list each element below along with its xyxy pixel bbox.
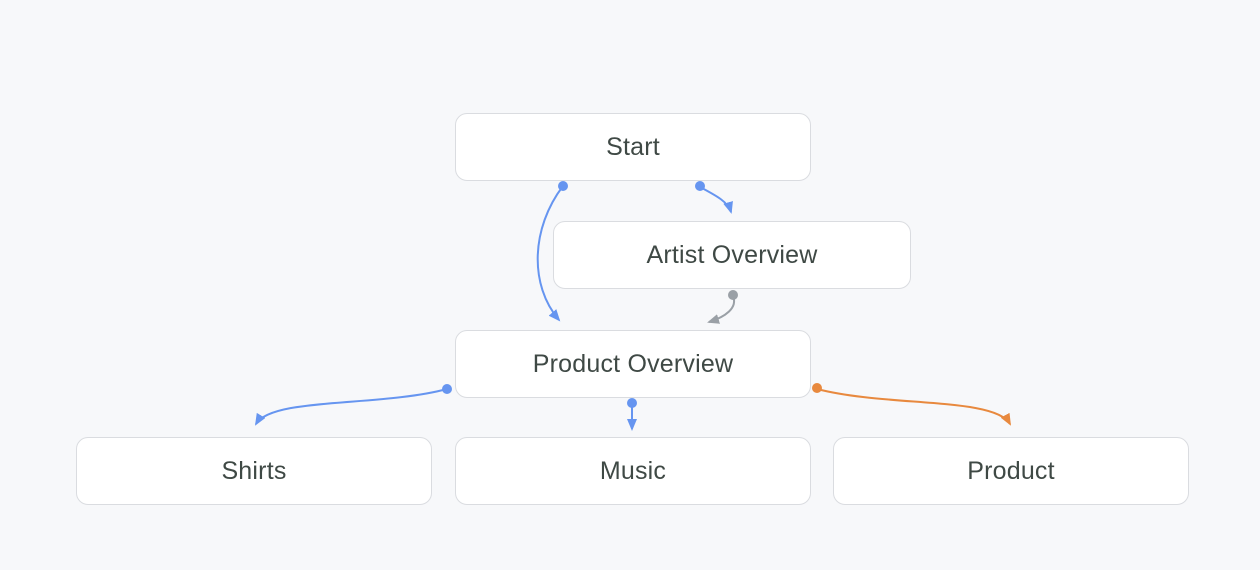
node-product[interactable]: Product xyxy=(833,437,1189,505)
edge-line xyxy=(816,388,1011,426)
node-product-overview[interactable]: Product Overview xyxy=(455,330,811,398)
node-start-label: Start xyxy=(606,132,660,161)
node-start[interactable]: Start xyxy=(455,113,811,181)
edge-source-dot xyxy=(442,384,452,394)
edge-source-dot xyxy=(558,181,568,191)
edge-line xyxy=(699,186,733,214)
node-artist-overview-label: Artist Overview xyxy=(646,240,818,269)
edge-product-overview-to-product xyxy=(812,383,1011,426)
edge-artist-overview-to-product-overview xyxy=(707,290,738,324)
edge-product-overview-to-shirts xyxy=(254,384,452,426)
node-music[interactable]: Music xyxy=(455,437,811,505)
node-music-label: Music xyxy=(599,456,667,485)
edge-source-dot xyxy=(627,398,637,408)
node-product-overview-label: Product Overview xyxy=(532,349,734,378)
node-shirts[interactable]: Shirts xyxy=(76,437,432,505)
edge-line xyxy=(707,295,736,324)
edge-start-to-artist-overview xyxy=(695,181,733,214)
node-shirts-label: Shirts xyxy=(221,456,287,485)
edge-source-dot xyxy=(728,290,738,300)
node-artist-overview[interactable]: Artist Overview xyxy=(553,221,911,289)
edge-source-dot xyxy=(695,181,705,191)
edge-source-dot xyxy=(812,383,822,393)
node-product-label: Product xyxy=(967,456,1055,485)
edge-line xyxy=(254,388,448,426)
edge-product-overview-to-music xyxy=(627,398,637,431)
